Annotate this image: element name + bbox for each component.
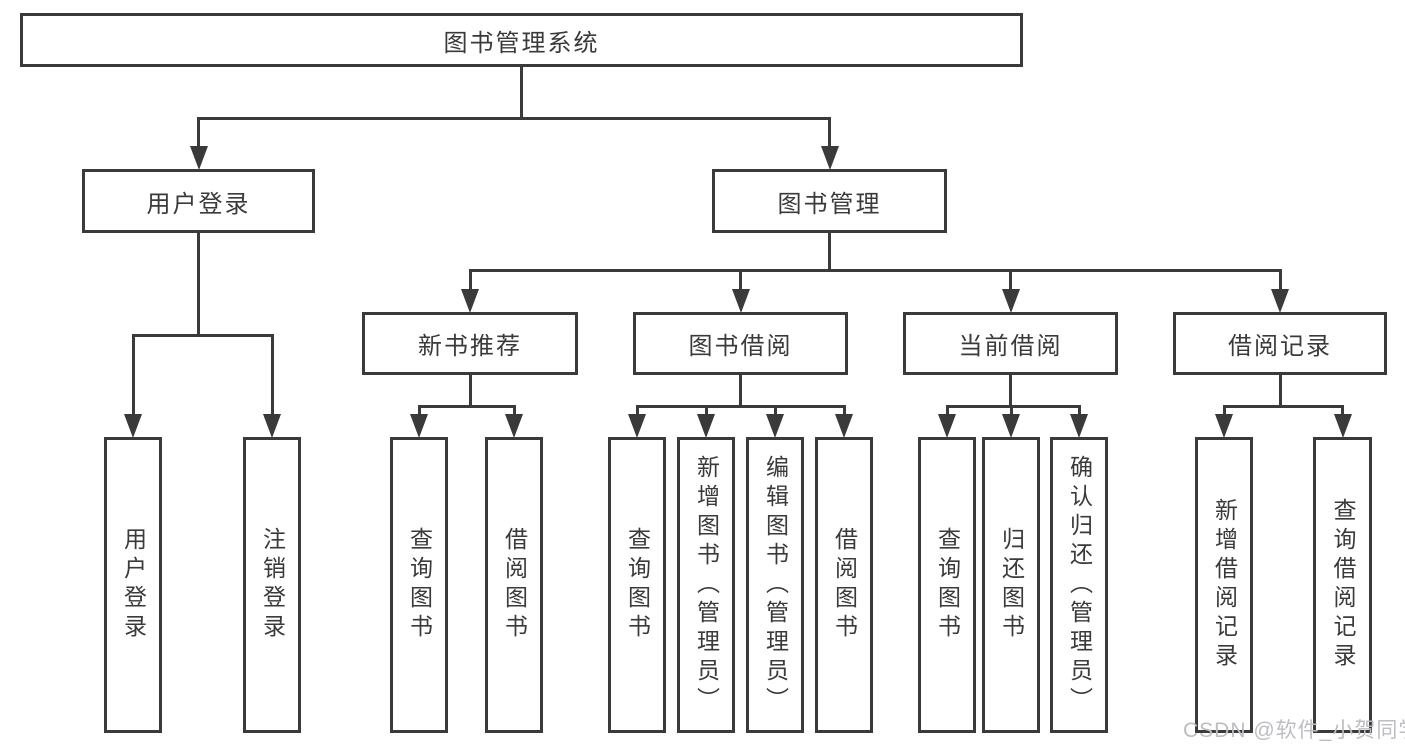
- connector-line: [468, 270, 472, 290]
- connector-line: [270, 335, 274, 415]
- arrow-down-icon: [731, 289, 750, 313]
- connector-line: [468, 268, 1282, 272]
- connector-line: [520, 67, 523, 118]
- connector-line: [773, 406, 777, 415]
- connector-line: [512, 406, 516, 415]
- connector-line: [1077, 406, 1081, 415]
- connector-line: [635, 404, 846, 408]
- node-book-mgmt: 图书管理: [712, 169, 947, 233]
- node-leaf-bb-borrow: 借阅图书: [815, 437, 873, 733]
- connector-line: [1341, 406, 1344, 415]
- connector-line: [1222, 404, 1344, 408]
- connector-line: [828, 118, 831, 147]
- node-borrow-records: 借阅记录: [1173, 312, 1387, 375]
- connector-line: [417, 406, 421, 415]
- connector-line: [739, 270, 742, 290]
- connector-line: [197, 118, 200, 147]
- connector-line: [197, 116, 831, 120]
- connector-line: [828, 233, 831, 270]
- connector-line: [704, 406, 708, 415]
- node-current-borrow: 当前借阅: [903, 312, 1118, 375]
- node-user-login: 用户登录: [82, 169, 315, 233]
- node-leaf-br-add: 新增借阅记录: [1195, 437, 1253, 733]
- connector-line: [1278, 270, 1282, 290]
- arrow-down-icon: [505, 414, 523, 438]
- arrow-down-icon: [263, 414, 281, 438]
- arrow-down-icon: [1070, 414, 1088, 438]
- arrow-down-icon: [820, 146, 839, 170]
- arrow-down-icon: [461, 289, 479, 313]
- node-new-book-rec: 新书推荐: [362, 312, 578, 375]
- connector-line: [1009, 375, 1012, 406]
- node-leaf-bb-edit: 编辑图书（管理员）: [746, 437, 804, 733]
- node-leaf-nb-query: 查询图书: [390, 437, 448, 733]
- arrow-down-icon: [189, 146, 208, 170]
- node-leaf-br-query: 查询借阅记录: [1313, 437, 1372, 733]
- node-leaf-cb-confirm: 确认归还（管理员）: [1050, 437, 1108, 733]
- node-leaf-logout: 注销登录: [243, 437, 301, 733]
- arrow-down-icon: [938, 414, 956, 438]
- arrow-down-icon: [1333, 414, 1352, 438]
- arrow-down-icon: [1002, 414, 1020, 438]
- node-leaf-bb-add: 新增图书（管理员）: [677, 437, 735, 733]
- connector-line: [417, 404, 516, 408]
- arrow-down-icon: [410, 414, 428, 438]
- connector-line: [131, 333, 274, 337]
- connector-line: [842, 406, 846, 415]
- connector-line: [739, 375, 742, 406]
- connector-line: [1009, 406, 1013, 415]
- node-book-borrow: 图书借阅: [633, 312, 848, 375]
- node-leaf-cb-query: 查询图书: [918, 437, 976, 733]
- connector-line: [197, 233, 200, 335]
- connector-line: [635, 406, 639, 415]
- node-leaf-bb-query: 查询图书: [608, 437, 666, 733]
- node-leaf-user-login: 用户登录: [104, 437, 162, 733]
- connector-line: [1222, 406, 1226, 415]
- arrow-down-icon: [835, 414, 853, 438]
- connector-line: [945, 406, 949, 415]
- connector-line: [1278, 375, 1282, 406]
- node-leaf-nb-borrow: 借阅图书: [485, 437, 543, 733]
- arrow-down-icon: [1215, 414, 1233, 438]
- node-root: 图书管理系统: [20, 13, 1023, 67]
- connector-line: [1009, 270, 1012, 290]
- arrow-down-icon: [1001, 289, 1020, 313]
- arrow-down-icon: [697, 414, 715, 438]
- connector-line: [468, 375, 472, 406]
- arrow-down-icon: [1271, 289, 1289, 313]
- arrow-down-icon: [124, 414, 142, 438]
- arrow-down-icon: [628, 414, 646, 438]
- node-leaf-cb-return: 归还图书: [982, 437, 1040, 733]
- connector-line: [945, 404, 1081, 408]
- arrow-down-icon: [766, 414, 784, 438]
- connector-line: [131, 335, 135, 415]
- watermark: CSDN @软件_小贺同学: [1183, 719, 1405, 742]
